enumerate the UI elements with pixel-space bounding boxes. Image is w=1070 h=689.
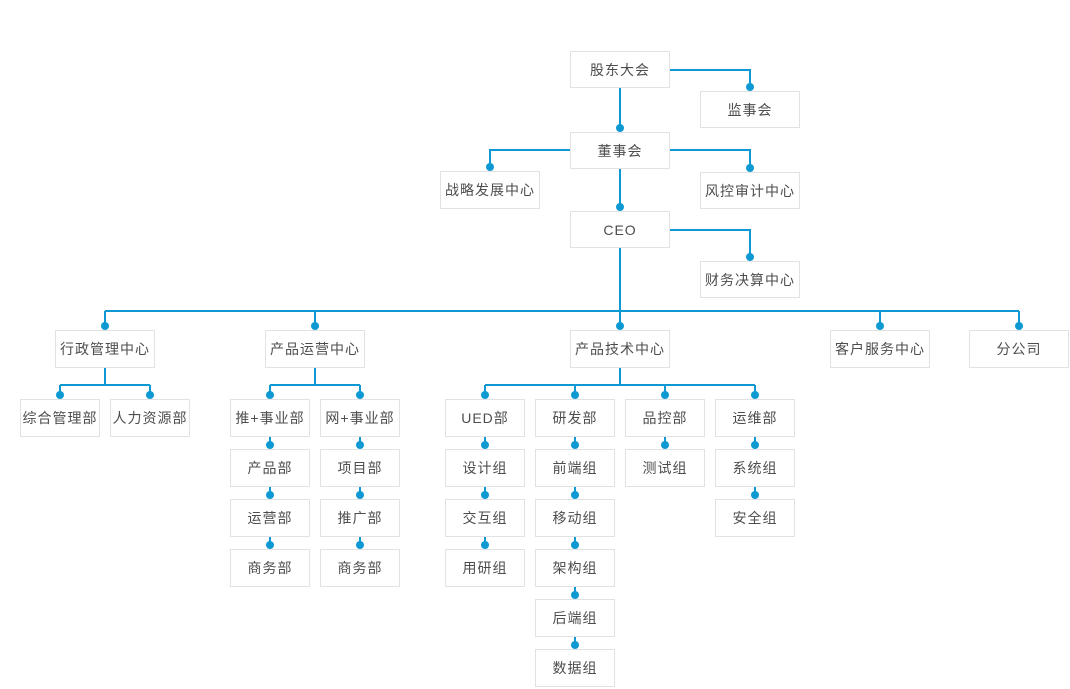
org-node-frontend-group: 前端组 <box>535 449 615 487</box>
connector-dot <box>746 164 754 172</box>
org-node-user-research-group: 用研组 <box>445 549 525 587</box>
connector-line <box>670 149 751 168</box>
connector-dot <box>616 203 624 211</box>
org-node-operations-maintenance-dept: 运维部 <box>715 399 795 437</box>
org-node-shareholders-meeting: 股东大会 <box>570 51 670 88</box>
connector-dot <box>146 391 154 399</box>
connector-dot <box>661 391 669 399</box>
connector-dot <box>356 541 364 549</box>
org-node-security-group: 安全组 <box>715 499 795 537</box>
connector-dot <box>1015 322 1023 330</box>
org-node-testing-group: 测试组 <box>625 449 705 487</box>
connector-dot <box>56 391 64 399</box>
org-node-general-management-dept: 综合管理部 <box>20 399 100 437</box>
connector-dot <box>266 491 274 499</box>
connector-dot <box>571 391 579 399</box>
org-node-branch-company: 分公司 <box>969 330 1069 368</box>
connector-dot <box>746 253 754 261</box>
connector-dot <box>571 491 579 499</box>
org-node-data-group: 数据组 <box>535 649 615 687</box>
connector-dot <box>616 124 624 132</box>
connector-dot <box>481 541 489 549</box>
org-node-product-technology-center: 产品技术中心 <box>570 330 670 368</box>
connector-dot <box>101 322 109 330</box>
connector-dot <box>356 391 364 399</box>
connector-dot <box>266 541 274 549</box>
org-node-tui-business-dept: 推+事业部 <box>230 399 310 437</box>
org-node-board-of-directors: 董事会 <box>570 132 670 169</box>
org-node-mobile-group: 移动组 <box>535 499 615 537</box>
org-node-risk-audit-center: 风控审计中心 <box>700 172 800 209</box>
org-node-promotion-dept: 推广部 <box>320 499 400 537</box>
org-node-supervisory-board: 监事会 <box>700 91 800 128</box>
connector-dot <box>746 83 754 91</box>
org-node-backend-group: 后端组 <box>535 599 615 637</box>
connector-dot <box>876 322 884 330</box>
connector-dot <box>571 441 579 449</box>
org-node-product-dept: 产品部 <box>230 449 310 487</box>
connector-dot <box>311 322 319 330</box>
connector-dot <box>661 441 669 449</box>
org-node-product-operation-center: 产品运营中心 <box>265 330 365 368</box>
connector-dot <box>266 391 274 399</box>
org-node-operation-dept: 运营部 <box>230 499 310 537</box>
connector-dot <box>266 441 274 449</box>
connector-line <box>670 69 751 87</box>
connector-dot <box>356 491 364 499</box>
org-node-design-group: 设计组 <box>445 449 525 487</box>
org-node-admin-management-center: 行政管理中心 <box>55 330 155 368</box>
connector-dot <box>481 491 489 499</box>
connector-dot <box>356 441 364 449</box>
connector-dot <box>571 591 579 599</box>
connector-dot <box>486 163 494 171</box>
connector-dot <box>751 441 759 449</box>
connector-dot <box>481 391 489 399</box>
org-node-human-resources-dept: 人力资源部 <box>110 399 190 437</box>
org-node-financial-settlement-center: 财务决算中心 <box>700 261 800 298</box>
org-node-business-dept-1: 商务部 <box>230 549 310 587</box>
connector-dot <box>616 322 624 330</box>
connector-dot <box>571 641 579 649</box>
org-node-quality-control-dept: 品控部 <box>625 399 705 437</box>
org-node-customer-service-center: 客户服务中心 <box>830 330 930 368</box>
org-node-system-group: 系统组 <box>715 449 795 487</box>
org-node-wang-business-dept: 网+事业部 <box>320 399 400 437</box>
connector-line <box>670 229 751 257</box>
connector-dot <box>751 391 759 399</box>
connector-line <box>489 149 570 167</box>
org-node-ued-dept: UED部 <box>445 399 525 437</box>
org-node-ceo: CEO <box>570 211 670 248</box>
org-node-strategy-development-center: 战略发展中心 <box>440 171 540 209</box>
connector-dot <box>751 491 759 499</box>
connector-dot <box>481 441 489 449</box>
org-node-business-dept-2: 商务部 <box>320 549 400 587</box>
connector-dot <box>571 541 579 549</box>
org-node-rd-dept: 研发部 <box>535 399 615 437</box>
org-node-interaction-group: 交互组 <box>445 499 525 537</box>
org-node-architecture-group: 架构组 <box>535 549 615 587</box>
org-node-project-dept: 项目部 <box>320 449 400 487</box>
